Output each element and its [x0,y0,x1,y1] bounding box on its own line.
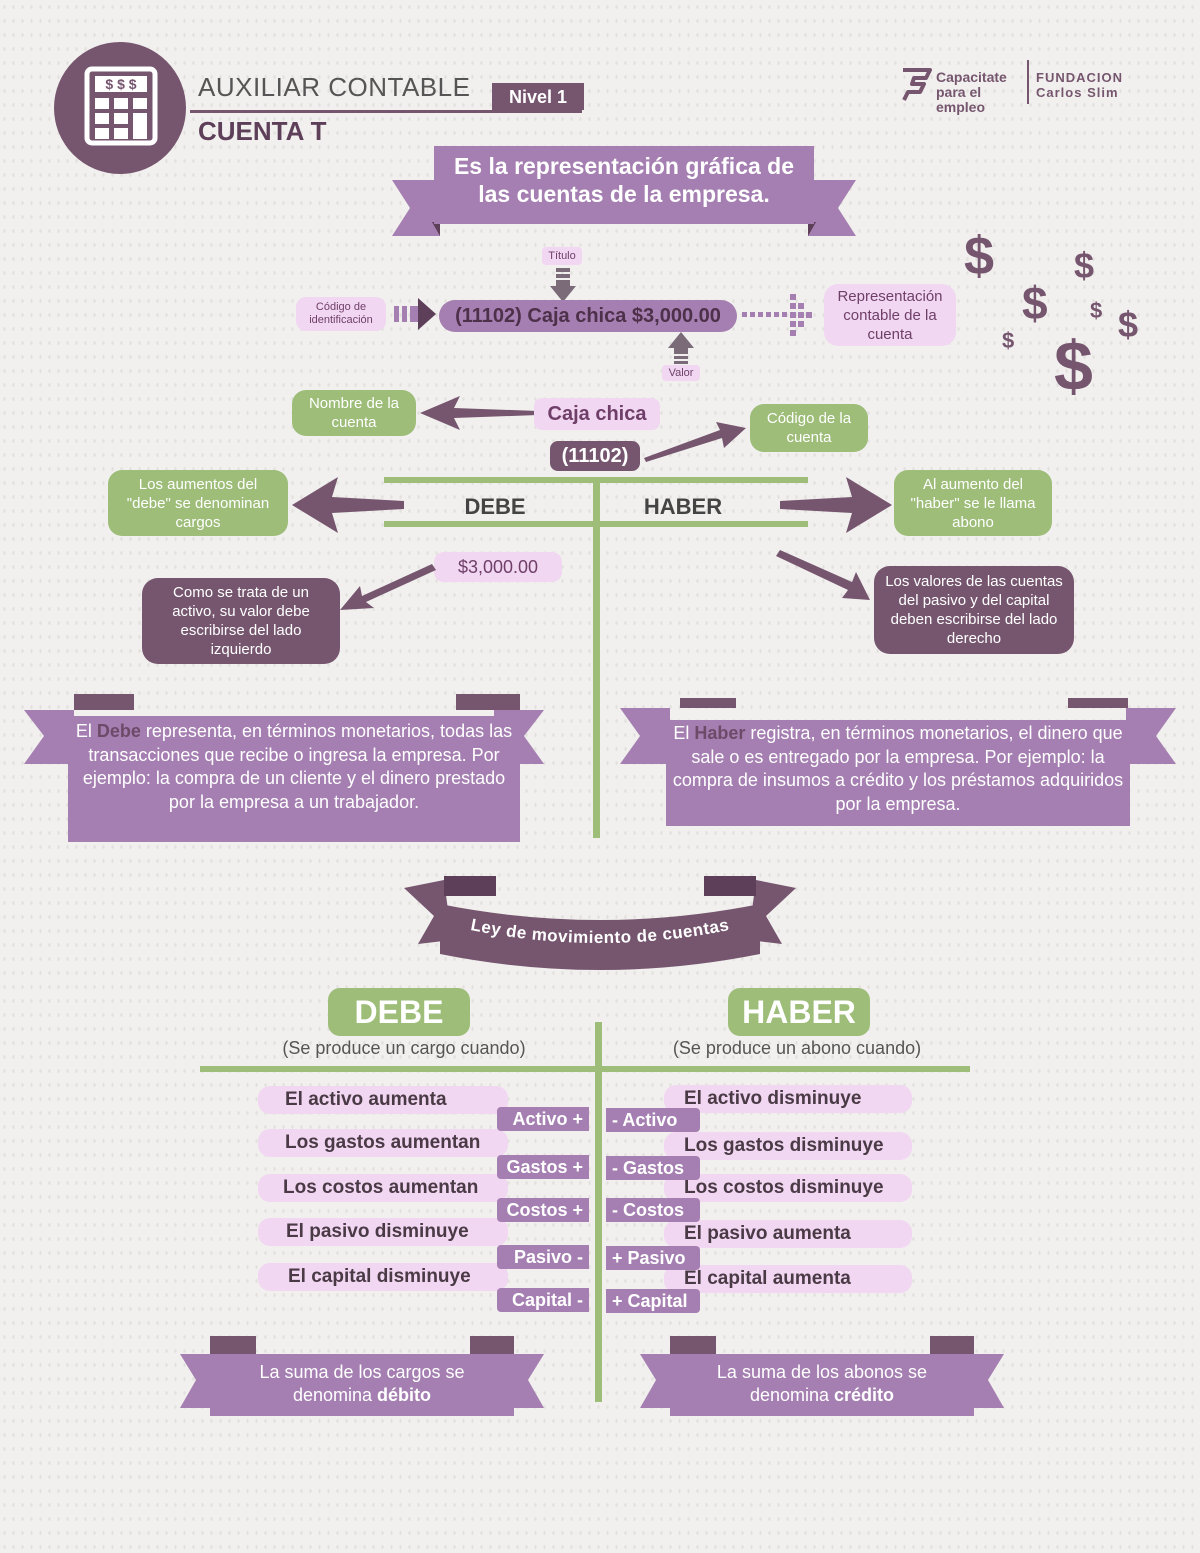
footer-right-line-2: denomina [749,1385,835,1405]
footer-right-line-1: La suma de los abonos se [716,1362,928,1382]
dollar-sign-icon: $ [1002,328,1015,353]
calculator-dollar-text: $ $ $ [105,76,136,92]
debe-box-keyword: Debe [96,721,141,741]
representacion-label: Representación contable de la cuenta [824,284,956,346]
debe-row: El capital disminuye [258,1263,508,1291]
pasivo-note: Los valores de las cuentas del pasivo y … [874,566,1074,654]
dollar-sign-icon: $ [964,226,995,286]
t-vertical-line [593,480,600,838]
left-arrow-icon [420,396,538,430]
haber-row: El capital aumenta [664,1265,912,1293]
right-arrow-icon [394,298,436,330]
dollar-sign-icon: $ [1118,304,1139,345]
footer-left-keyword: débito [377,1385,432,1405]
amount-pill: $3,000.00 [434,552,562,582]
debe-row: El pasivo disminuye [258,1218,508,1246]
movement-haber-subtitle: (Se produce un abono cuando) [672,1038,922,1058]
haber-box-ribbon [620,698,1176,764]
haber-row: Los gastos disminuye [664,1132,912,1160]
ley-banner: Ley de movimiento de cuentas [404,876,796,970]
down-right-arrow-icon [776,550,870,600]
code-pill: (11102) [550,441,640,471]
t-debe-label: DEBE [464,494,526,519]
brand-logo-2: FUNDACION Carlos Slim [1036,70,1123,100]
definition-ribbon-tails [392,180,856,236]
footer-left-box: La suma de los cargos se denomina débito [210,1354,514,1416]
brand-logo: Capacitate para el empleo [936,69,1007,115]
left-arrow-icon [292,477,404,533]
header-subtitle: CUENTA T [198,116,327,146]
debe-row: El activo aumenta [258,1086,508,1114]
haber-row: El pasivo aumenta [664,1220,912,1248]
valor-label: Valor [662,365,700,381]
dollar-sign-icon: $ [1054,327,1093,405]
movement-debe-subtitle: (Se produce un cargo cuando) [282,1038,526,1058]
definition-line-2: las cuentas de la empresa. [478,181,770,207]
haber-explanation-box: El Haber registra, en términos monetario… [666,720,1130,826]
haber-box-keyword: Haber [694,723,746,743]
footer-right-box: La suma de los abonos se denomina crédit… [670,1354,974,1416]
connector-dots-icon [742,294,812,336]
debe-tag: Capital - [497,1288,589,1312]
haber-tag: - Costos [606,1198,700,1222]
dollar-sign-icon: $ [1022,277,1048,329]
haber-tag: - Gastos [606,1156,700,1180]
codigo-cuenta-label: Código de la cuenta [750,404,868,452]
calculator-icon: $ $ $ [84,66,158,146]
nombre-cuenta-label: Nombre de la cuenta [292,390,416,436]
haber-row: Los costos disminuye [664,1174,912,1202]
t-haber-label: HABER [643,494,723,519]
debe-row: Los costos aumentan [258,1174,508,1202]
debe-tag: Gastos + [497,1155,589,1179]
movement-haber-title: HABER [728,988,870,1036]
up-arrow-icon [668,332,694,364]
haber-box-pre: El [673,723,695,743]
codigo-identificacion-label: Código de identificación [296,297,386,331]
brand-divider [1027,60,1029,104]
movement-vertical-line [595,1022,602,1402]
aumento-haber-label: Al aumento del "haber" se le llama abono [894,470,1052,536]
haber-tag: + Capital [606,1289,700,1313]
debe-tag: Activo + [497,1107,589,1131]
debe-box-pre: El [75,721,97,741]
activo-note: Como se trata de un activo, su valor deb… [142,578,340,664]
header-underline [190,110,582,113]
footer-right-keyword: crédito [834,1385,895,1405]
aumentos-debe-label: Los aumentos del "debe" se denominan car… [108,470,288,536]
down-left-arrow-icon [340,564,436,610]
debe-explanation-box: El Debe representa, en términos monetari… [68,716,520,842]
debe-tag: Costos + [497,1198,589,1222]
movement-debe-title: DEBE [328,988,470,1036]
footer-right-ribbon [640,1336,1004,1408]
footer-left-line-1: La suma de los cargos se [259,1362,465,1382]
debe-box-text: representa, en términos monetarios, toda… [82,721,513,812]
movement-horizontal-line [200,1066,970,1072]
level-badge: Nivel 1 [492,83,584,110]
haber-row: El activo disminuye [664,1085,912,1113]
footer-left-line-2: denomina [292,1385,378,1405]
debe-tag: Pasivo - [497,1245,589,1269]
account-title-pill: (11102) Caja chica $3,000.00 [439,300,737,332]
definition-line-1: Es la representación gráfica de [453,153,795,179]
haber-tag: - Activo [606,1108,700,1132]
right-arrow-icon [780,477,892,533]
definition-banner: Es la representación gráfica de las cuen… [434,146,814,224]
header-title: AUXILIAR CONTABLE [198,72,471,102]
titulo-label: Título [542,247,582,265]
haber-box-text: registra, en términos monetarios, el din… [672,723,1124,814]
dollar-sign-icon: $ [1074,245,1095,286]
debe-row: Los gastos aumentan [258,1129,508,1157]
brand-logo-icon [902,68,932,101]
haber-tag: + Pasivo [606,1246,700,1270]
footer-left-ribbon [180,1336,544,1408]
up-right-arrow-icon [644,422,746,462]
dollar-sign-icon: $ [1090,298,1103,323]
name-pill: Caja chica [534,398,660,430]
down-arrow-icon [550,268,576,302]
